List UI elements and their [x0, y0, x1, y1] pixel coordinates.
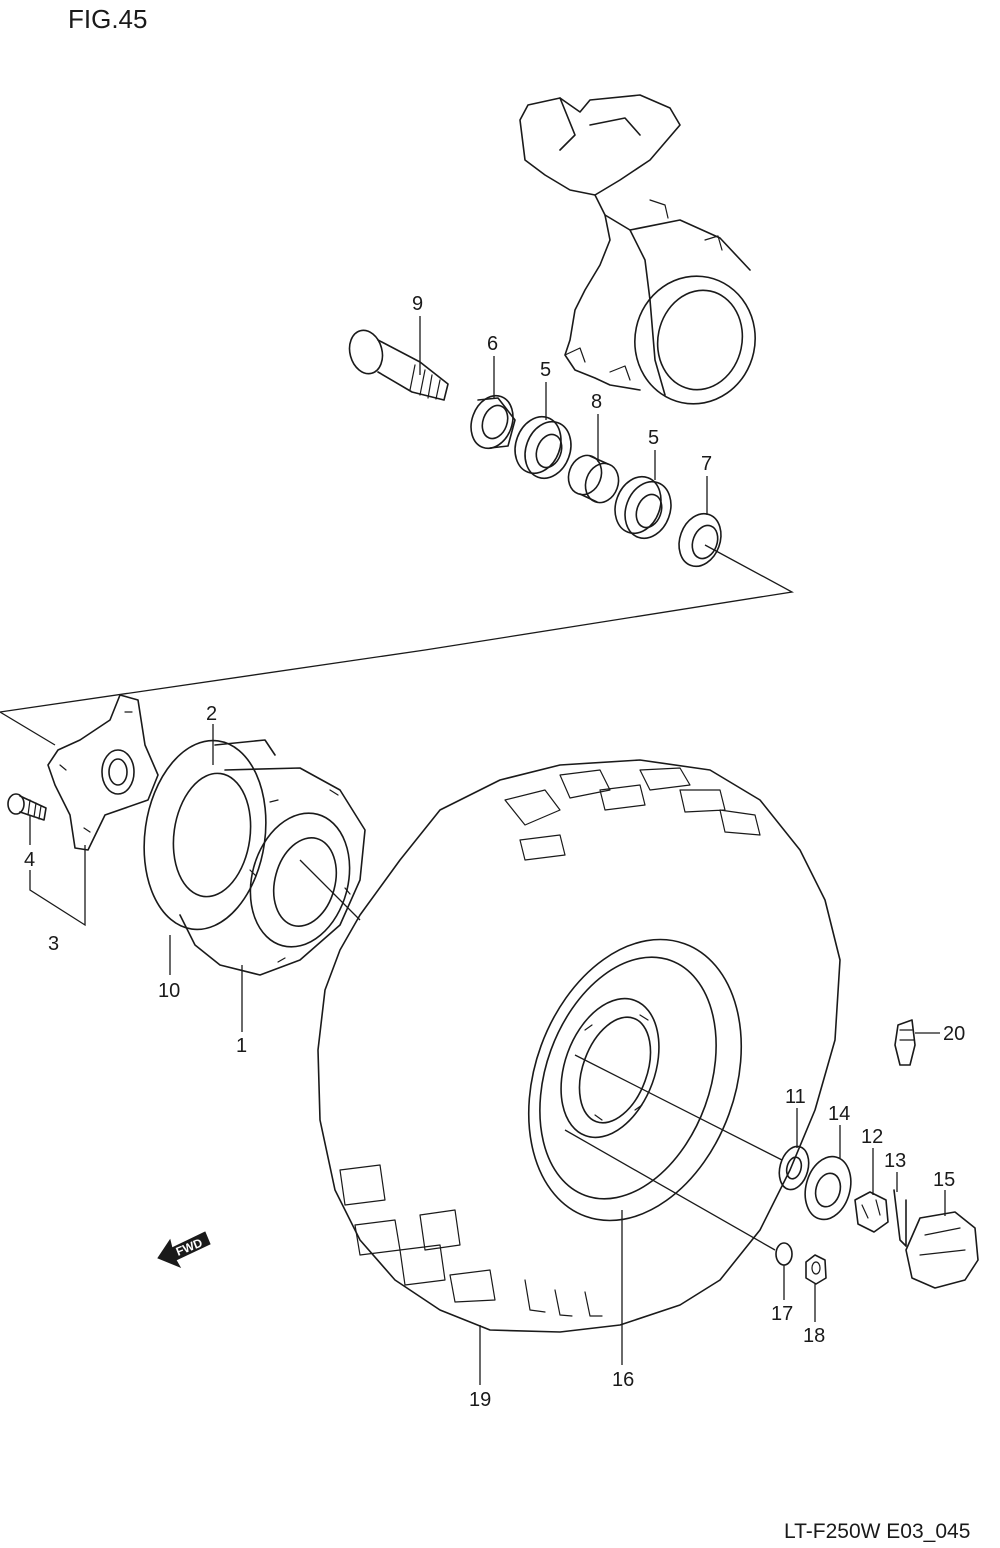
spacer-8	[567, 454, 620, 504]
castle-nut-12	[854, 1191, 889, 1233]
callout-6: 6	[487, 333, 498, 355]
oil-seal-6	[470, 394, 516, 450]
callout-18: 18	[803, 1325, 825, 1347]
callout-1: 1	[236, 1035, 247, 1057]
leader-lines	[29, 316, 946, 1385]
wheel-rim	[527, 938, 743, 1222]
valve-20	[894, 1019, 916, 1066]
steering-knuckle	[519, 94, 756, 405]
hub-line	[299, 859, 361, 921]
assembly-guide-line	[0, 544, 795, 746]
callout-labels: 9 6 5 8 5 7 2 4 3 10 1 20 11 14 12 13 15…	[24, 293, 965, 1411]
callout-7: 7	[701, 453, 712, 475]
axle-line	[574, 1054, 783, 1161]
callout-9: 9	[412, 293, 423, 315]
callout-5a: 5	[540, 359, 551, 381]
callout-19: 19	[469, 1389, 491, 1411]
nut-14	[804, 1155, 852, 1221]
brake-disc-hub	[47, 694, 159, 851]
callout-20: 20	[943, 1023, 965, 1045]
washer-17	[775, 1242, 793, 1266]
forward-label: FWD	[174, 1235, 205, 1258]
stud-bolt	[348, 329, 449, 401]
callout-15: 15	[933, 1169, 955, 1191]
callout-14: 14	[828, 1103, 850, 1125]
figure-title: FIG.45	[68, 4, 147, 34]
washer-11	[778, 1145, 810, 1191]
cotter-pin-13	[893, 1189, 907, 1247]
callout-3: 3	[48, 933, 59, 955]
callout-17: 17	[771, 1303, 793, 1325]
stud-line	[564, 1129, 776, 1251]
callout-13: 13	[884, 1150, 906, 1172]
callout-16: 16	[612, 1369, 634, 1391]
callout-11: 11	[785, 1086, 806, 1108]
drum-hub	[143, 739, 366, 976]
tire	[317, 759, 841, 1333]
bearing-5b	[614, 475, 672, 540]
bolt-4	[7, 793, 47, 821]
figure-code: LT-F250W E03_045	[784, 1520, 970, 1543]
callout-4: 4	[24, 849, 35, 871]
forward-arrow-icon: FWD	[157, 1231, 211, 1269]
oil-seal-7	[678, 512, 722, 568]
callout-12: 12	[861, 1126, 883, 1148]
callout-2: 2	[206, 703, 217, 725]
nut-18	[805, 1254, 827, 1285]
callout-5b: 5	[648, 427, 659, 449]
callout-8: 8	[591, 391, 602, 413]
cap-15	[905, 1211, 979, 1289]
callout-10: 10	[158, 980, 180, 1002]
bearing-5a	[514, 415, 572, 480]
